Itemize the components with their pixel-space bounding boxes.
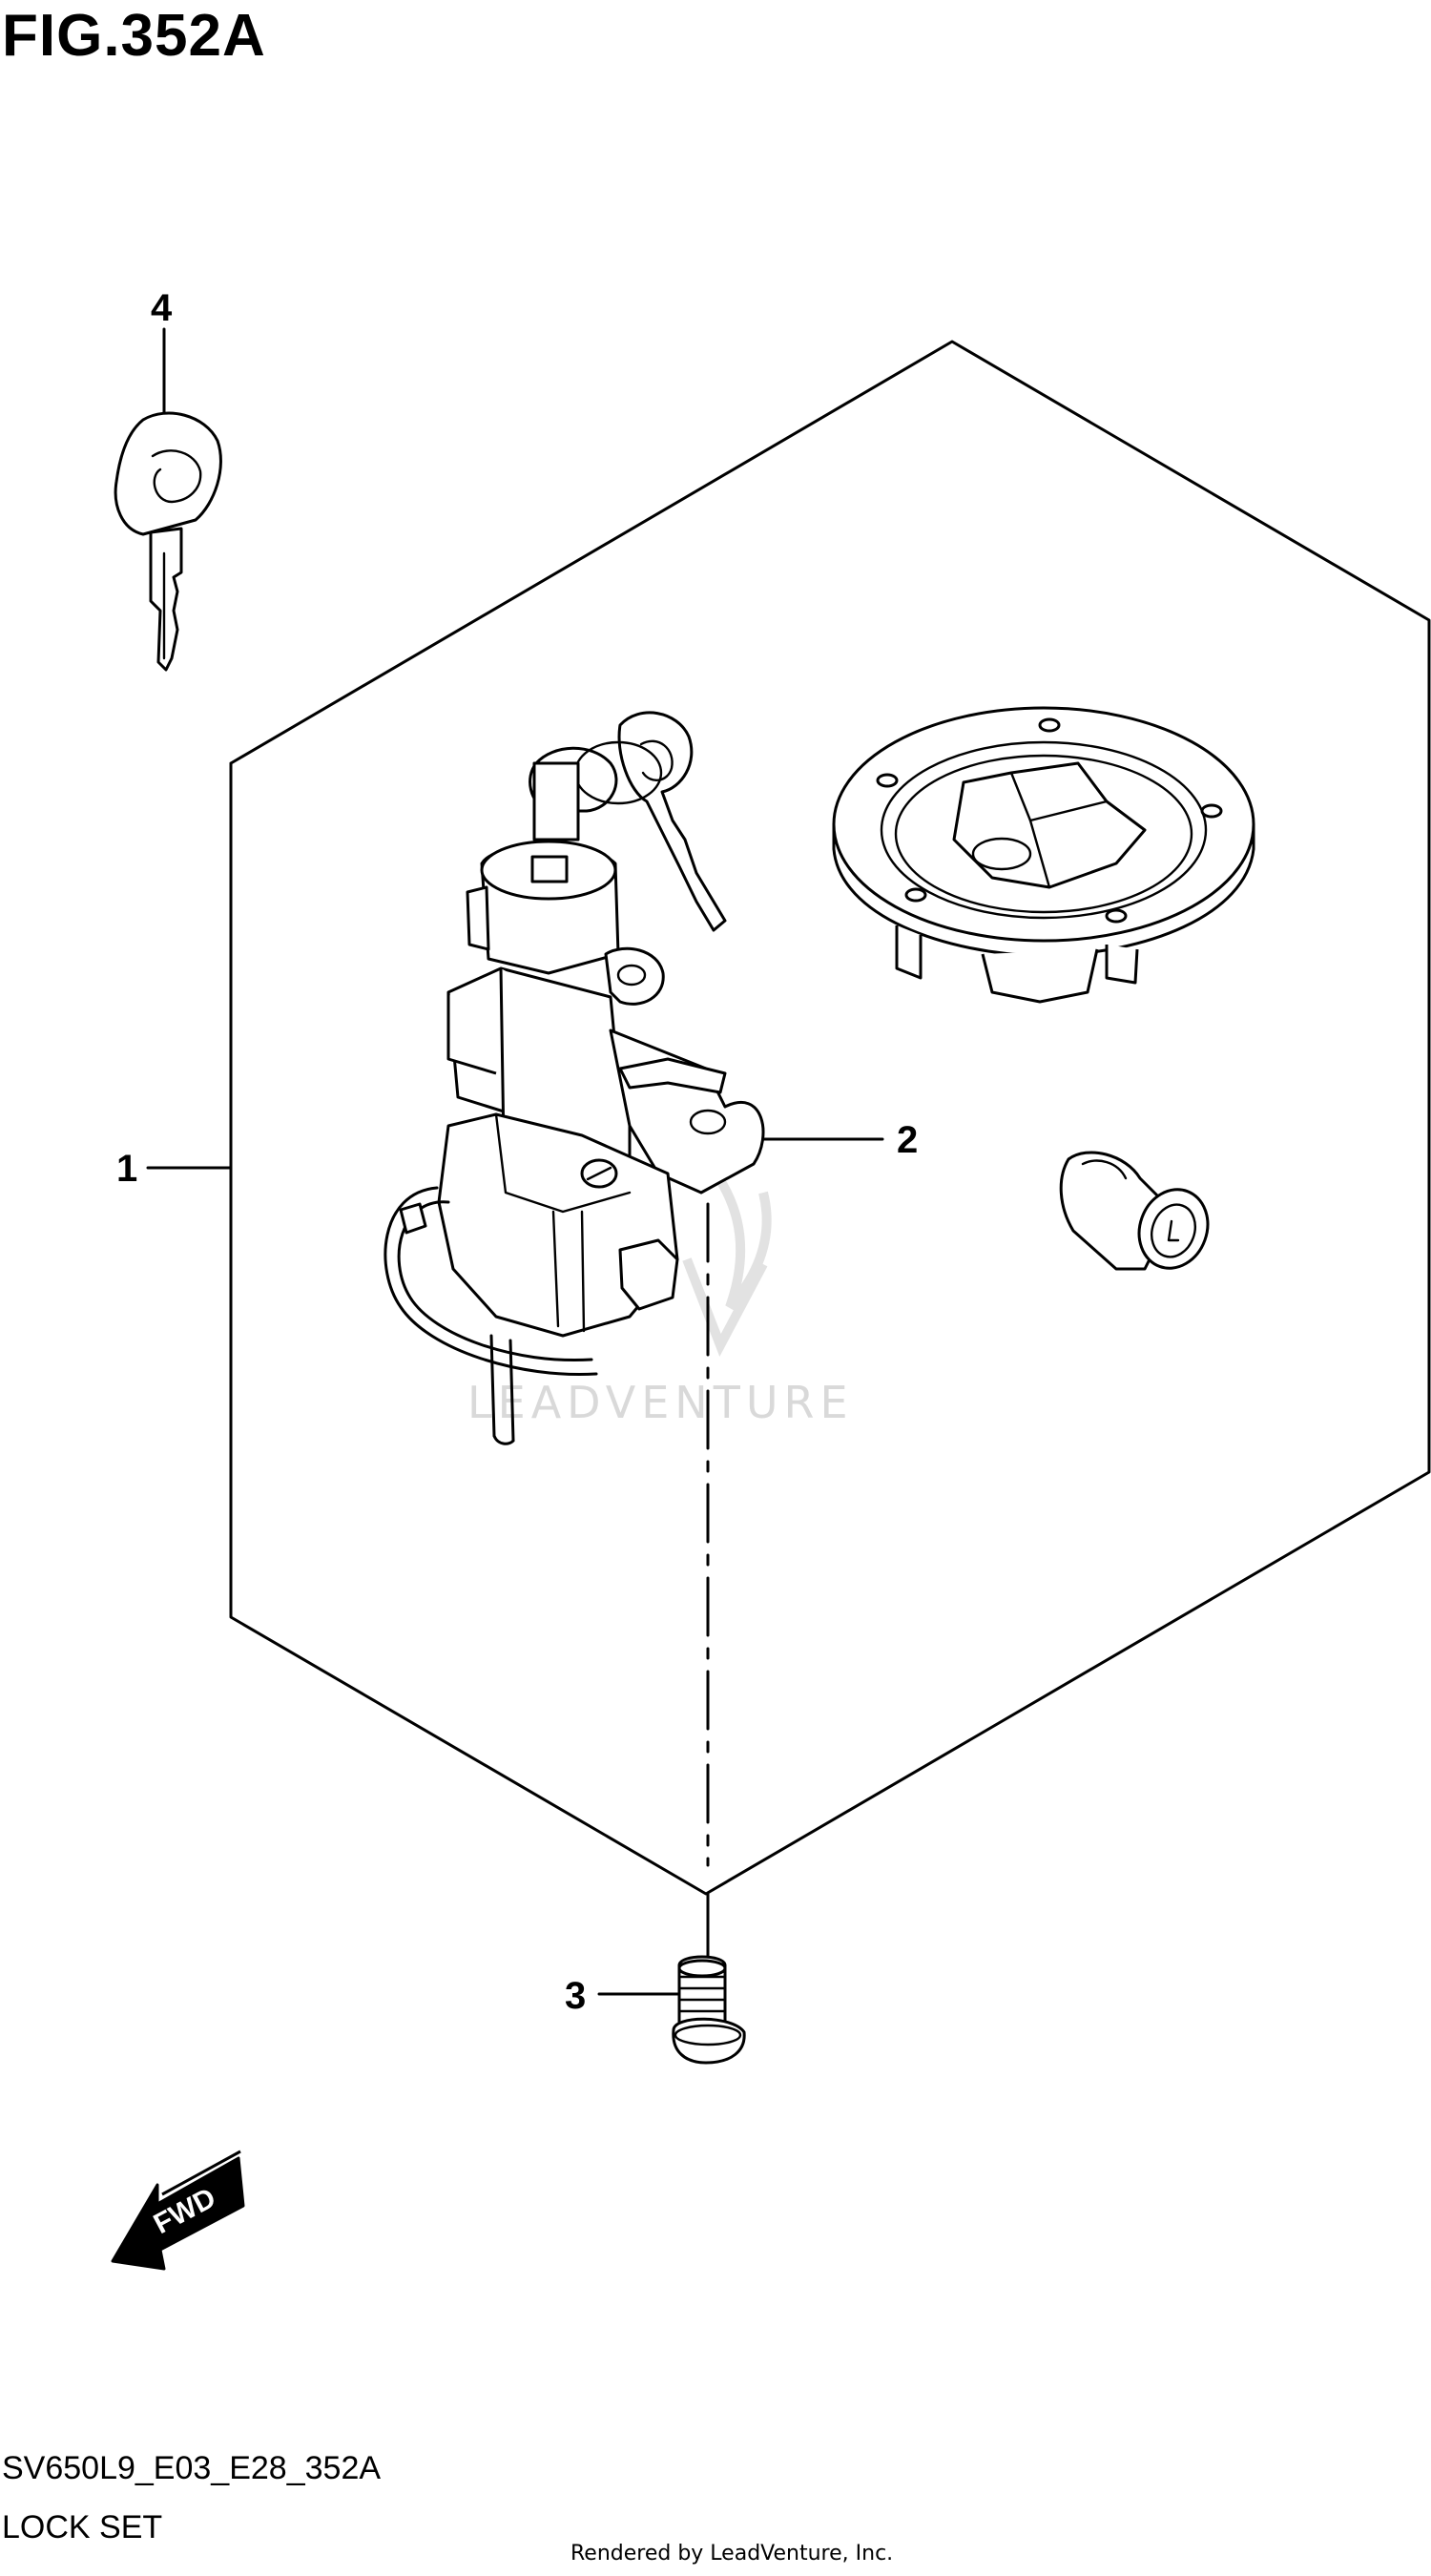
fuel-cap [832,706,1255,1004]
callout-4-label: 4 [151,287,173,329]
watermark-text: LEADVENTURE [467,1377,854,1428]
callout-2-label: 2 [897,1119,918,1161]
lock-set-outline [229,340,1431,1896]
callout-3-label: 3 [565,1975,586,2017]
callout-1-label: 1 [116,1148,137,1190]
cylinder-lock [1059,1151,1210,1271]
assembly-name: LOCK SET [2,2509,163,2545]
callout-2: 2 [761,1119,918,1161]
key-icon [114,411,222,672]
callout-3: 3 [565,1202,710,2017]
watermark: LEADVENTURE [467,1151,854,1428]
callout-4: 4 [151,287,173,422]
ignition-switch [384,711,765,1445]
model-code: SV650L9_E03_E28_352A [2,2450,382,2486]
render-credit: Rendered by LeadVenture, Inc. [570,2542,894,2566]
figure-title: FIG.352A [2,3,266,69]
callout-1: 1 [116,1148,233,1190]
screw-icon [672,1955,746,2065]
fwd-arrow-icon: FWD [111,2150,245,2271]
